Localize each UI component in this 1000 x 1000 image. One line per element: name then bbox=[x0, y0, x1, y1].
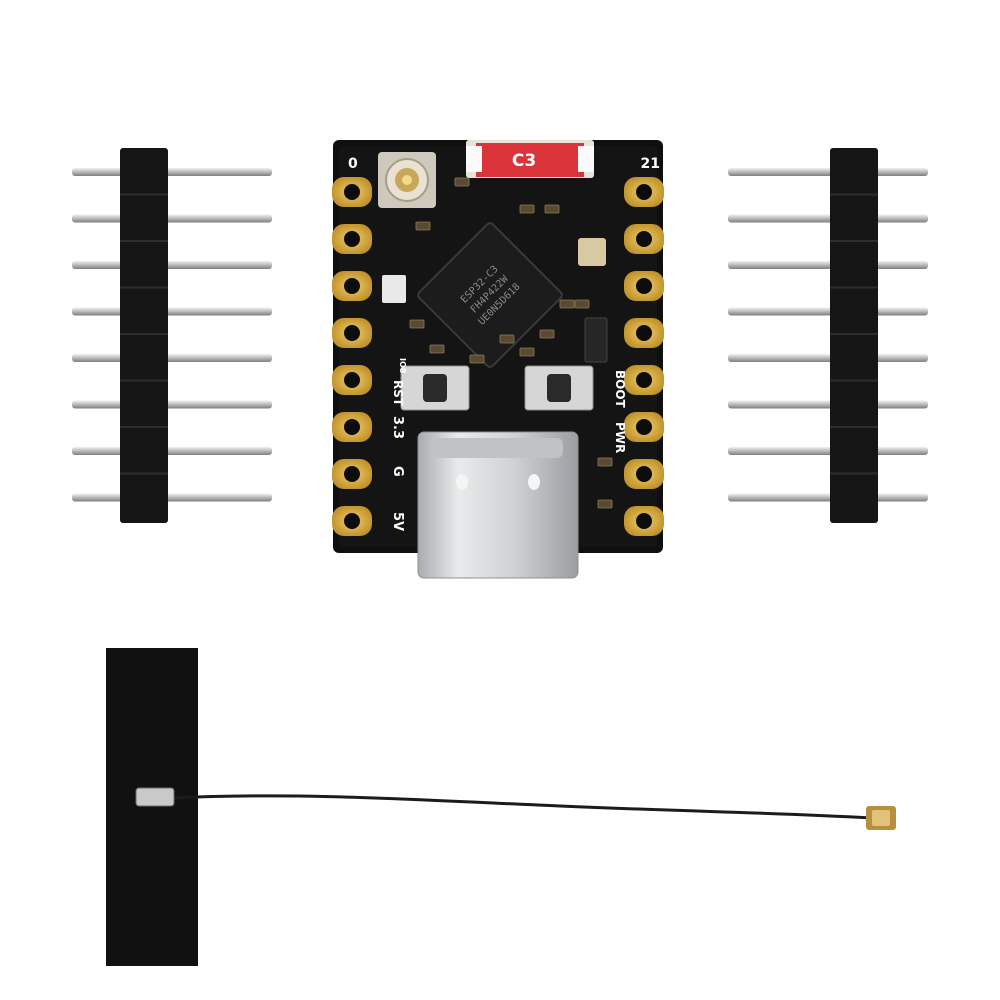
pin-header-right bbox=[728, 148, 928, 523]
usb-c-connector bbox=[417, 431, 579, 579]
pad-hole bbox=[344, 372, 360, 388]
boot-label: BOOT bbox=[613, 370, 627, 409]
smd-component bbox=[574, 299, 590, 309]
header-pin bbox=[72, 307, 272, 316]
header-pin bbox=[728, 214, 928, 223]
reset-button[interactable] bbox=[400, 365, 470, 411]
smd-components bbox=[409, 177, 613, 509]
header-plastic bbox=[120, 148, 168, 523]
rgb-led bbox=[382, 275, 406, 303]
crystal bbox=[578, 238, 606, 266]
header-pin bbox=[728, 261, 928, 269]
smd-component bbox=[415, 221, 431, 231]
pin-label-0: 0 bbox=[348, 156, 358, 172]
regulator bbox=[584, 317, 608, 363]
smd-component bbox=[597, 457, 613, 467]
pad-hole bbox=[344, 466, 360, 482]
header-pin bbox=[728, 447, 928, 455]
pad-hole bbox=[636, 184, 652, 200]
pad-hole bbox=[636, 325, 652, 341]
smd-component bbox=[409, 319, 425, 329]
smd-component bbox=[429, 344, 445, 354]
ufl-connector bbox=[378, 152, 436, 208]
pad-hole bbox=[344, 419, 360, 435]
antenna-cable bbox=[171, 794, 873, 820]
v5-label: 5V bbox=[390, 512, 405, 531]
smd-component bbox=[559, 299, 575, 309]
pad-hole bbox=[636, 466, 652, 482]
pad-hole bbox=[344, 184, 360, 200]
castellated-pads-left bbox=[332, 177, 372, 536]
smd-component bbox=[499, 334, 515, 344]
antenna-crimp bbox=[135, 787, 175, 807]
smd-component bbox=[519, 347, 535, 357]
antenna-body bbox=[106, 648, 198, 966]
header-pin bbox=[72, 354, 272, 362]
header-pin bbox=[72, 214, 272, 223]
badge-label: C3 bbox=[512, 151, 536, 171]
io8-label: IO8 bbox=[398, 358, 407, 374]
header-pin bbox=[72, 400, 272, 409]
header-pin bbox=[72, 493, 272, 502]
header-plastic bbox=[830, 148, 878, 523]
pin-header-left bbox=[72, 148, 272, 523]
header-pin bbox=[728, 493, 928, 502]
smd-component bbox=[597, 499, 613, 509]
pin-label-21: 21 bbox=[641, 156, 660, 172]
pad-hole bbox=[636, 419, 652, 435]
pad-hole bbox=[636, 278, 652, 294]
pad-hole bbox=[636, 231, 652, 247]
pad-hole bbox=[344, 513, 360, 529]
smd-component bbox=[544, 204, 560, 214]
pad-hole bbox=[636, 372, 652, 388]
header-pin bbox=[728, 168, 928, 176]
gnd-label: G bbox=[390, 466, 405, 477]
flex-antenna bbox=[106, 648, 896, 966]
smd-component bbox=[454, 177, 470, 187]
esp32-c3-board: C3 ESP32-C3 FH4P422W UE0N5D618 bbox=[332, 140, 664, 579]
pwr-label: PWR bbox=[613, 422, 627, 453]
smd-component bbox=[519, 204, 535, 214]
header-pin bbox=[728, 307, 928, 316]
pad-hole bbox=[344, 278, 360, 294]
smd-component bbox=[539, 329, 555, 339]
pad-hole bbox=[636, 513, 652, 529]
smd-component bbox=[469, 354, 485, 364]
ipex-plug bbox=[866, 806, 896, 830]
rst-label: RST bbox=[391, 380, 405, 407]
pad-hole bbox=[344, 231, 360, 247]
header-pin bbox=[72, 168, 272, 176]
header-pin bbox=[728, 400, 928, 409]
c3-badge: C3 bbox=[466, 140, 594, 178]
pad-hole bbox=[344, 325, 360, 341]
v33-label: 3.3 bbox=[390, 416, 405, 439]
castellated-pads-right bbox=[624, 177, 664, 536]
boot-button[interactable] bbox=[524, 365, 594, 411]
header-pin bbox=[72, 447, 272, 455]
header-pin bbox=[728, 354, 928, 362]
header-pin bbox=[72, 261, 272, 269]
esp32-chip: ESP32-C3 FH4P422W UE0N5D618 bbox=[417, 222, 563, 368]
